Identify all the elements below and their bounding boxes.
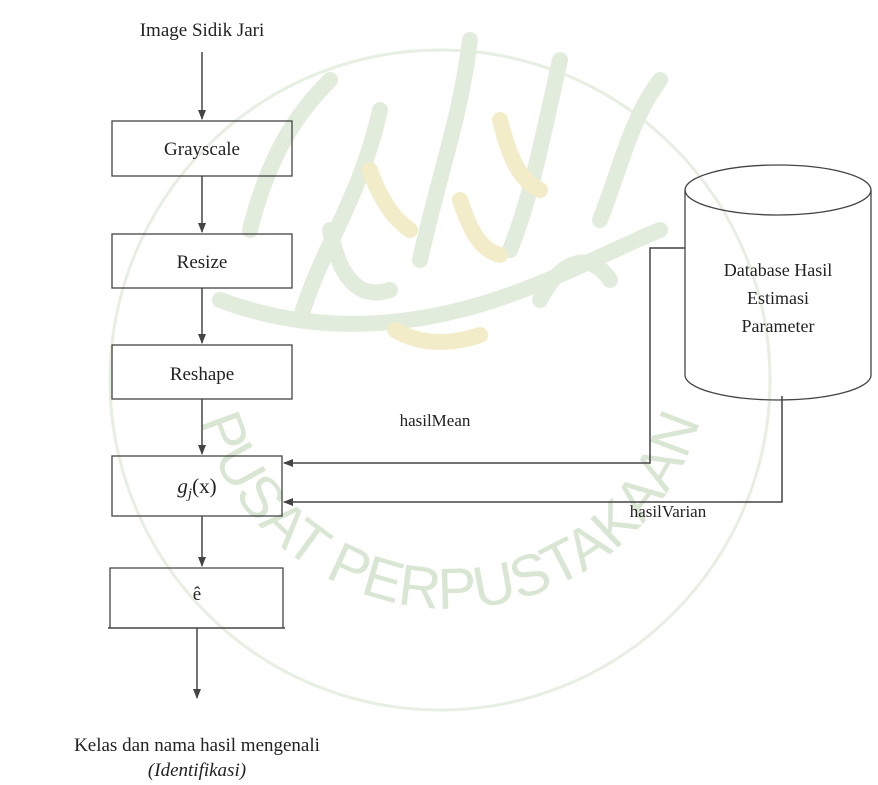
node-resize: Resize xyxy=(111,233,293,289)
output-sublabel: (Identifikasi) xyxy=(148,760,246,781)
input-label: Image Sidik Jari xyxy=(140,20,265,41)
database-cylinder: Database Hasil Estimasi Parameter xyxy=(684,164,872,401)
output-label: Kelas dan nama hasil mengenali xyxy=(74,735,320,756)
node-classifier: gj(x) xyxy=(111,455,283,517)
grayscale-label: Grayscale xyxy=(164,139,240,160)
arrow-mean-to-classifier xyxy=(283,247,685,467)
resize-label: Resize xyxy=(177,252,228,273)
mean-edge-label: hasilMean xyxy=(400,411,471,430)
classifier-formula: gj(x) xyxy=(177,474,216,502)
node-estimate: ê xyxy=(108,567,285,629)
arrow-variance-to-classifier xyxy=(283,396,783,506)
estimate-label: ê xyxy=(193,584,201,605)
node-reshape: Reshape xyxy=(111,344,293,400)
node-grayscale: Grayscale xyxy=(111,120,293,177)
database-label-line2: Estimasi xyxy=(747,288,809,308)
database-label-line1: Database Hasil xyxy=(724,260,832,280)
reshape-label: Reshape xyxy=(170,364,234,385)
database-label-line3: Parameter xyxy=(742,316,815,336)
variance-edge-label: hasilVarian xyxy=(630,502,707,521)
